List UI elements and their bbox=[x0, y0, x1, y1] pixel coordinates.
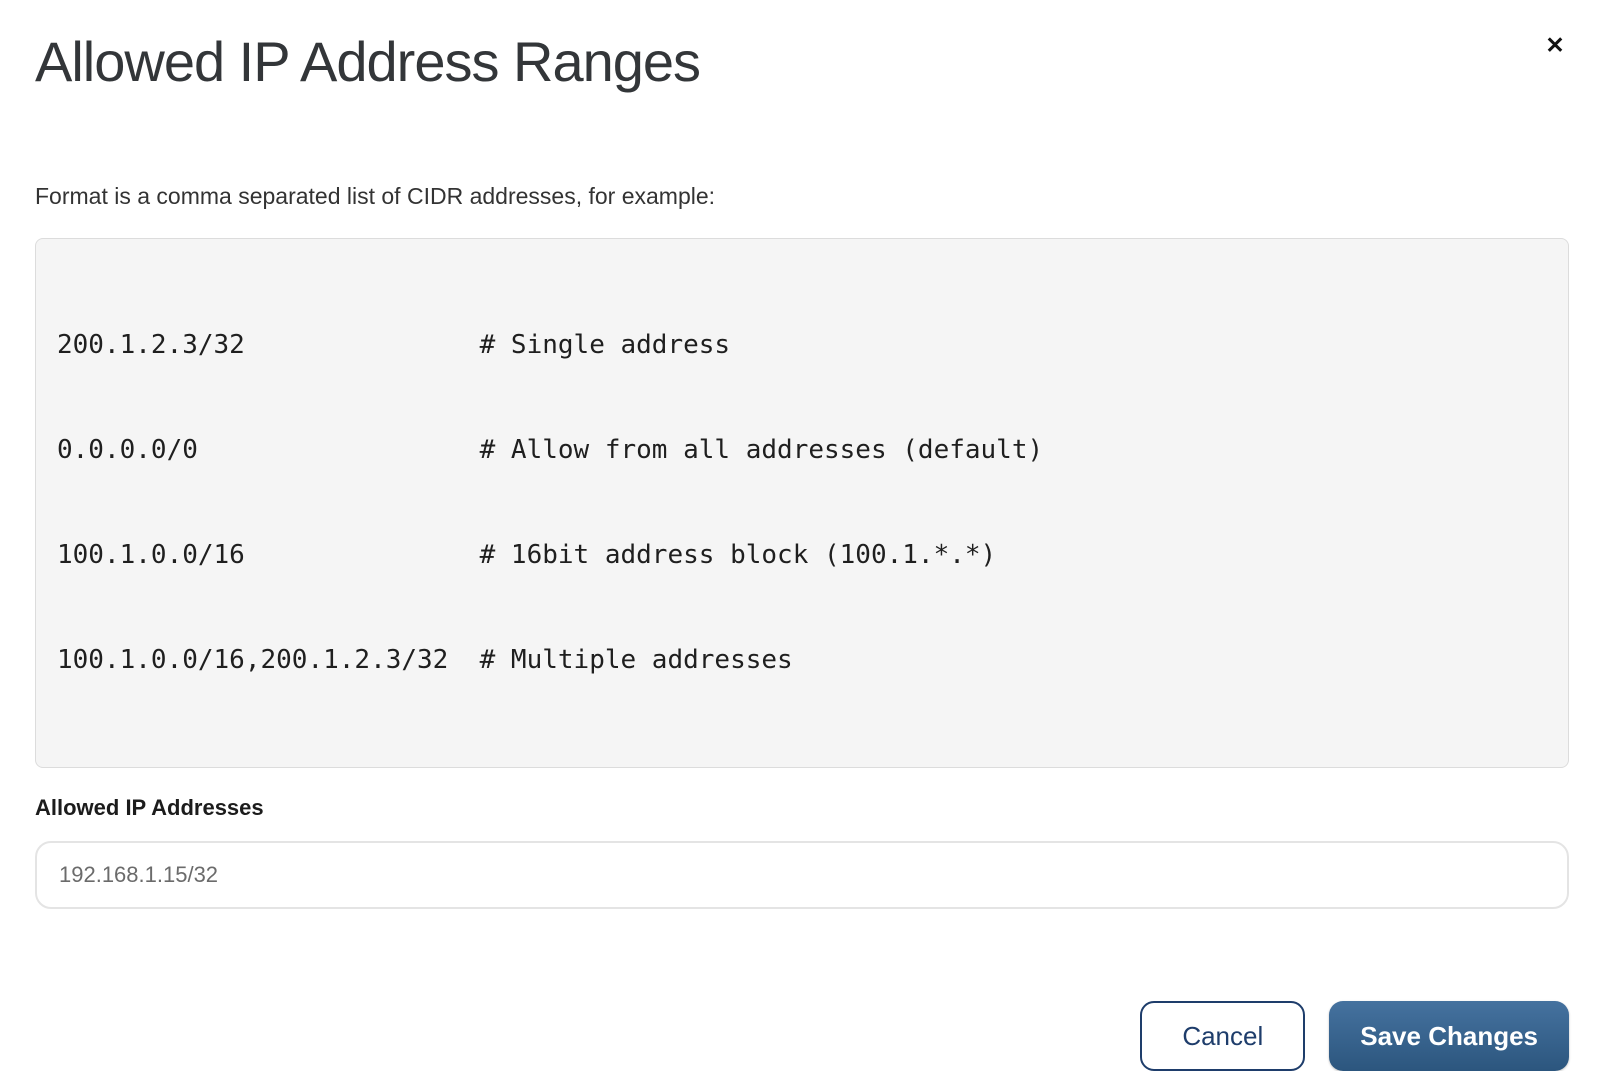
cidr-comment: # 16bit address block (100.1.*.*) bbox=[479, 540, 997, 571]
cidr-comment: # Single address bbox=[479, 330, 731, 361]
cidr-value: 200.1.2.3/32 bbox=[57, 330, 245, 361]
dialog-footer: Cancel Save Changes bbox=[35, 1001, 1569, 1071]
cidr-comment: # Allow from all addresses (default) bbox=[479, 435, 1044, 466]
allowed-ip-ranges-dialog: ✕ Allowed IP Address Ranges Format is a … bbox=[35, 30, 1570, 1071]
format-description: Format is a comma separated list of CIDR… bbox=[35, 183, 716, 210]
close-icon[interactable]: ✕ bbox=[1540, 30, 1570, 60]
cidr-comment: # Multiple addresses bbox=[479, 645, 793, 676]
page-title: Allowed IP Address Ranges bbox=[35, 30, 701, 93]
save-changes-button[interactable]: Save Changes bbox=[1329, 1001, 1569, 1071]
code-line: 200.1.2.3/32 # Single address bbox=[57, 328, 1548, 363]
code-line: 0.0.0.0/0 # Allow from all addresses (def… bbox=[57, 433, 1548, 468]
cidr-value: 100.1.0.0/16,200.1.2.3/32 bbox=[57, 645, 449, 676]
cidr-example-block: 200.1.2.3/32 # Single address 0.0.0.0/0 # … bbox=[35, 238, 1569, 769]
allowed-ip-label: Allowed IP Addresses bbox=[35, 795, 264, 821]
code-line: 100.1.0.0/16 # 16bit address block (100.1… bbox=[57, 538, 1548, 573]
cidr-value: 0.0.0.0/0 bbox=[57, 435, 198, 466]
cidr-value: 100.1.0.0/16 bbox=[57, 540, 245, 571]
allowed-ip-input[interactable] bbox=[35, 841, 1569, 910]
cancel-button[interactable]: Cancel bbox=[1140, 1001, 1306, 1071]
code-line: 100.1.0.0/16,200.1.2.3/32 # Multiple addr… bbox=[57, 643, 1548, 678]
